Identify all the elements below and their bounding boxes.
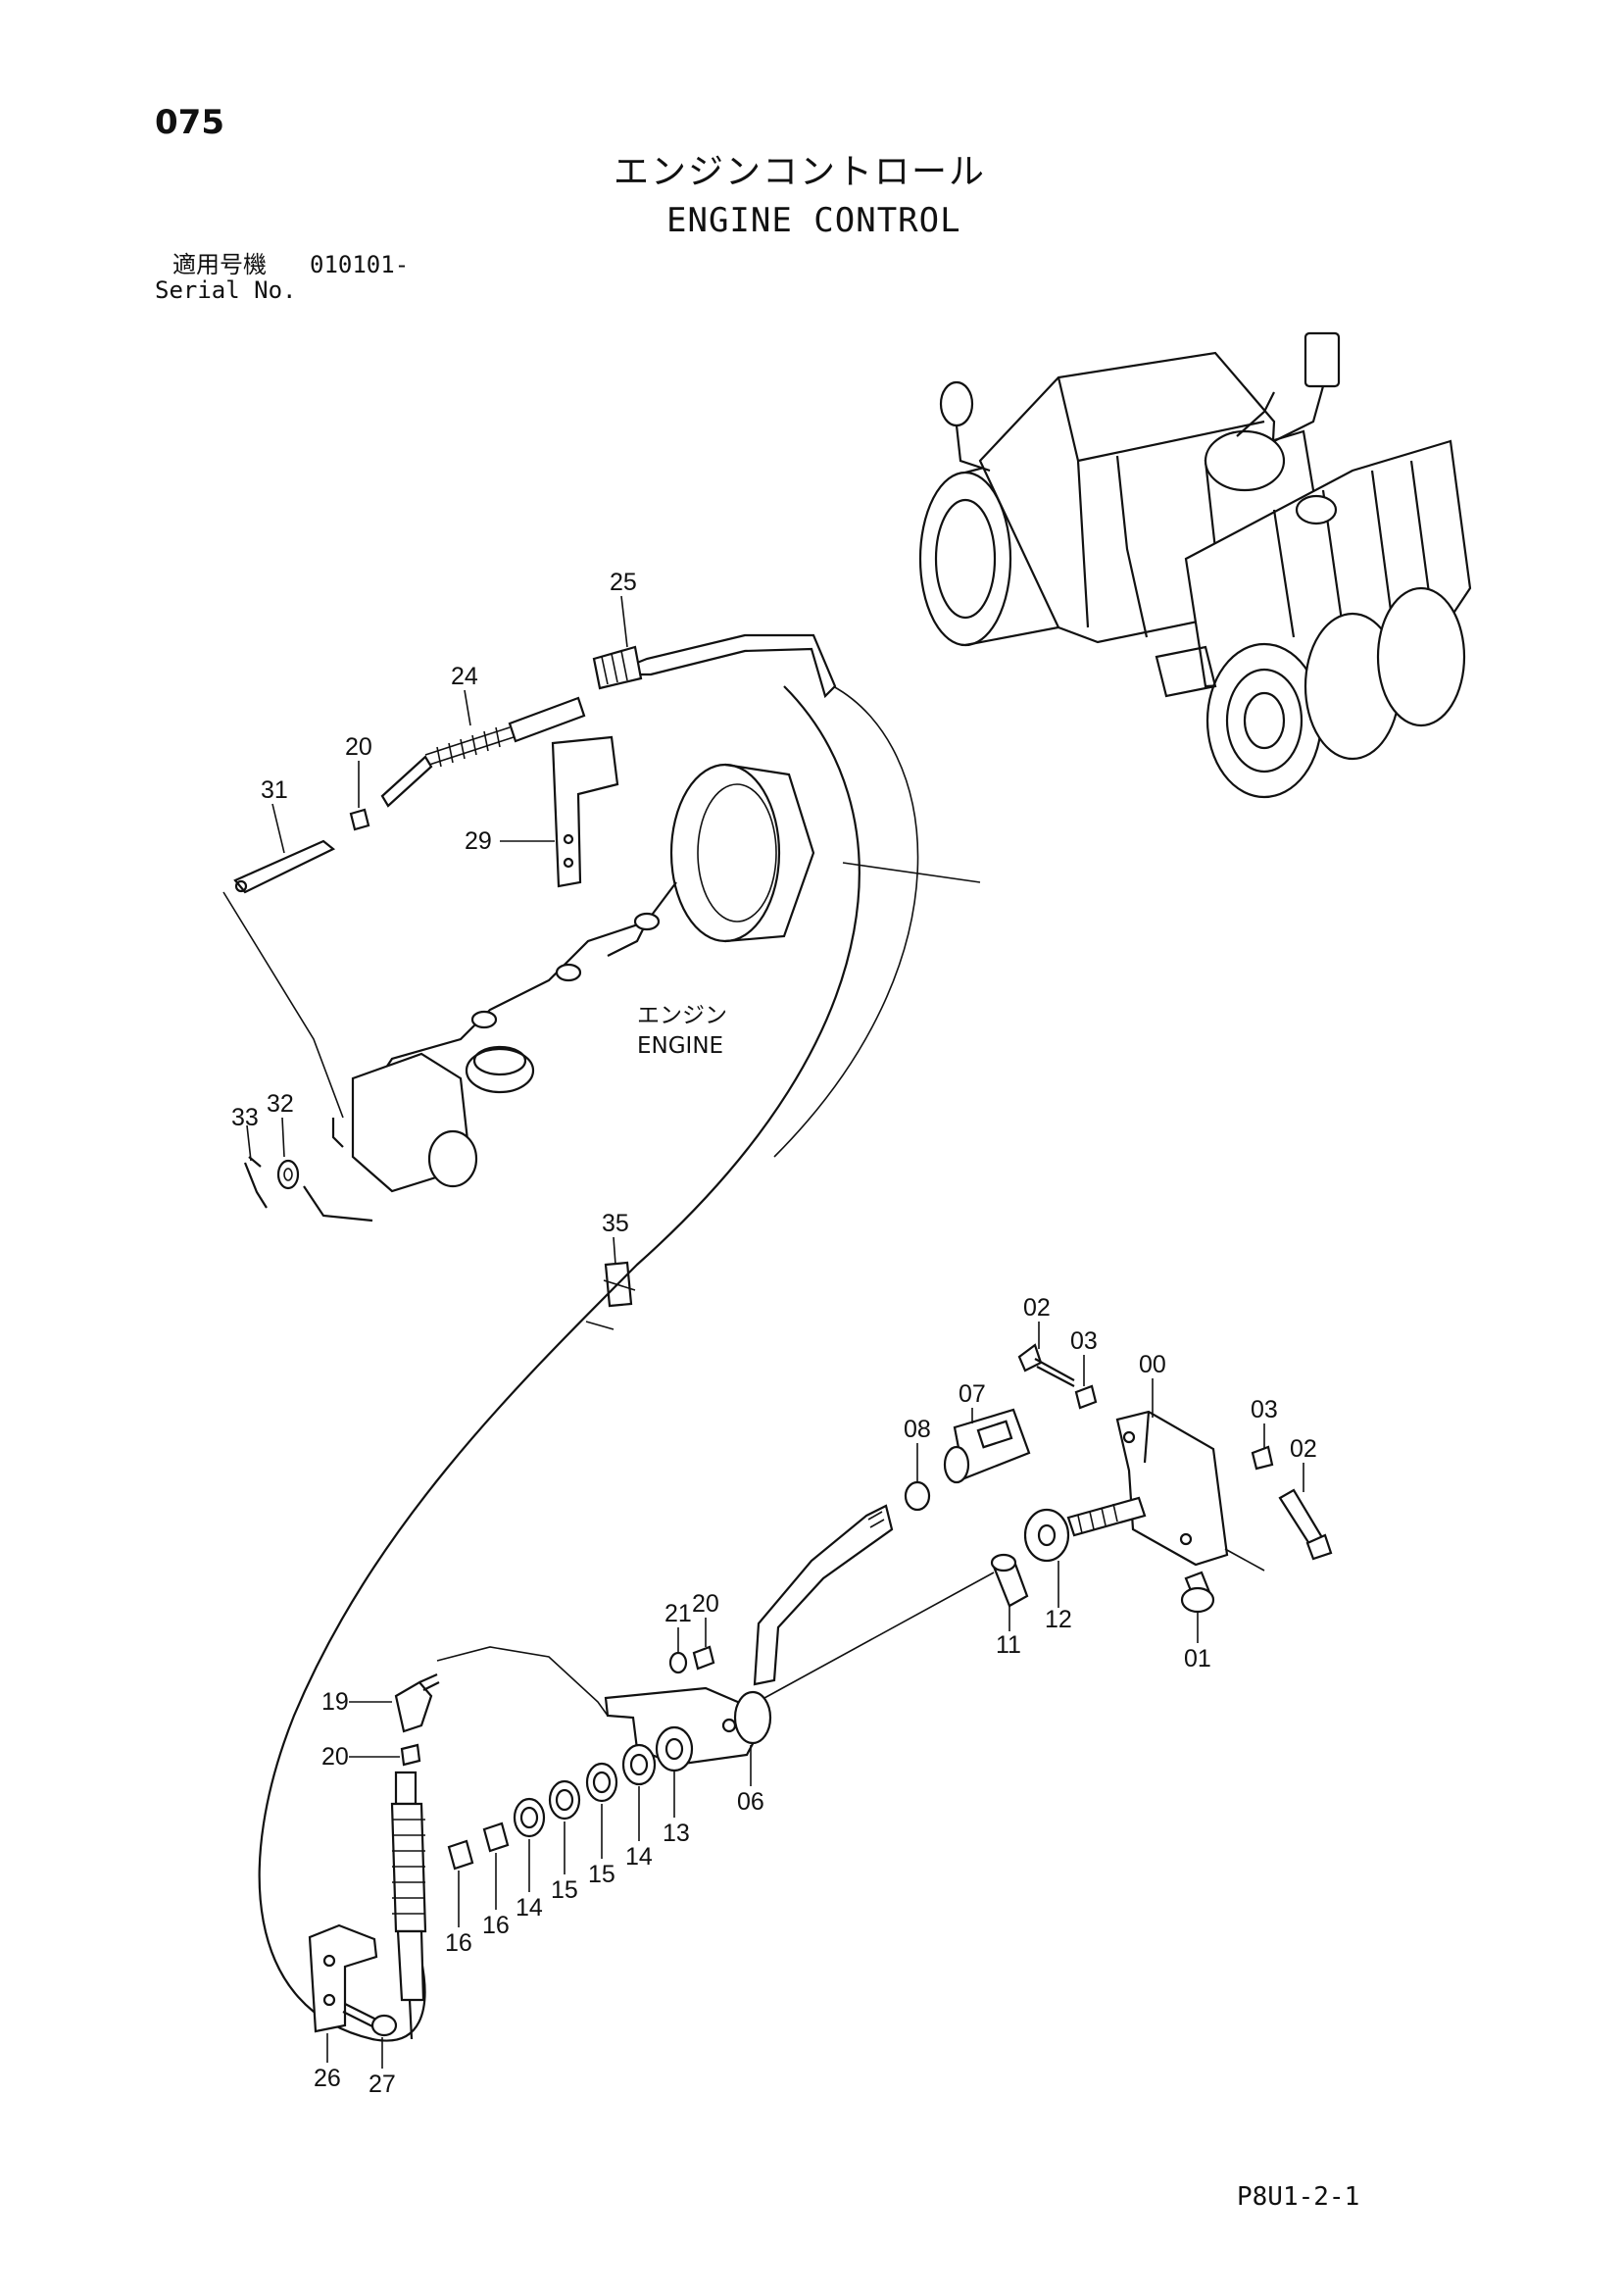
- callout-33: 33: [231, 1104, 259, 1131]
- callout-07: 07: [959, 1380, 986, 1408]
- callout-15-left: 15: [551, 1876, 578, 1904]
- callout-20-upper: 20: [345, 733, 372, 761]
- title-japanese: エンジンコントロール: [614, 152, 987, 192]
- callout-14-left: 14: [516, 1894, 543, 1922]
- callout-02-left: 02: [1023, 1294, 1051, 1322]
- callout-25: 25: [610, 569, 637, 596]
- title-english: ENGINE CONTROL: [666, 201, 961, 240]
- footer-code: P8U1-2-1: [1237, 2182, 1360, 2212]
- callout-19: 19: [321, 1688, 349, 1716]
- leader-lines: [246, 595, 1304, 2069]
- callout-20-lower: 20: [321, 1743, 349, 1771]
- callout-03-left: 03: [1070, 1327, 1098, 1355]
- callout-numbers: 25 24 20 31 29 32 33 35 02 03 00 03 02 0…: [231, 569, 1317, 2098]
- serial-label-english: Serial No.: [155, 276, 297, 304]
- engine-label-english: ENGINE: [637, 1033, 723, 1059]
- callout-29: 29: [465, 827, 492, 855]
- serial-value: 010101-: [310, 251, 410, 278]
- callout-15-right: 15: [588, 1861, 615, 1888]
- callout-00: 00: [1139, 1351, 1166, 1378]
- main-cable: [258, 685, 861, 2042]
- callout-32: 32: [267, 1090, 294, 1118]
- callout-06: 06: [737, 1788, 764, 1816]
- lever-assembly: [308, 1343, 1333, 2040]
- callout-02-right: 02: [1290, 1435, 1317, 1463]
- page-number: 075: [155, 103, 224, 142]
- callout-14-right: 14: [625, 1843, 653, 1871]
- callout-12: 12: [1045, 1606, 1072, 1633]
- machine-illustration: [918, 331, 1472, 799]
- cable-break-marks: [585, 1279, 636, 1330]
- callout-35: 35: [602, 1210, 629, 1237]
- callout-01: 01: [1184, 1645, 1211, 1672]
- callout-21: 21: [664, 1600, 692, 1627]
- callout-08: 08: [904, 1416, 931, 1443]
- upper-cable-assembly: [222, 633, 837, 1308]
- callout-26: 26: [314, 2065, 341, 2092]
- callout-13: 13: [663, 1820, 690, 1847]
- callout-24: 24: [451, 663, 478, 690]
- engine-label-japanese: エンジン: [637, 1003, 727, 1028]
- callout-16-right: 16: [482, 1912, 510, 1939]
- serial-label-japanese: 適用号機: [172, 251, 267, 278]
- engine-outline: [303, 685, 981, 1223]
- callout-03-right: 03: [1251, 1396, 1278, 1423]
- callout-31: 31: [261, 776, 288, 804]
- callout-11: 11: [996, 1631, 1021, 1659]
- callout-20-lever: 20: [692, 1590, 719, 1618]
- callout-16-left: 16: [445, 1929, 472, 1957]
- callout-27: 27: [369, 2071, 396, 2098]
